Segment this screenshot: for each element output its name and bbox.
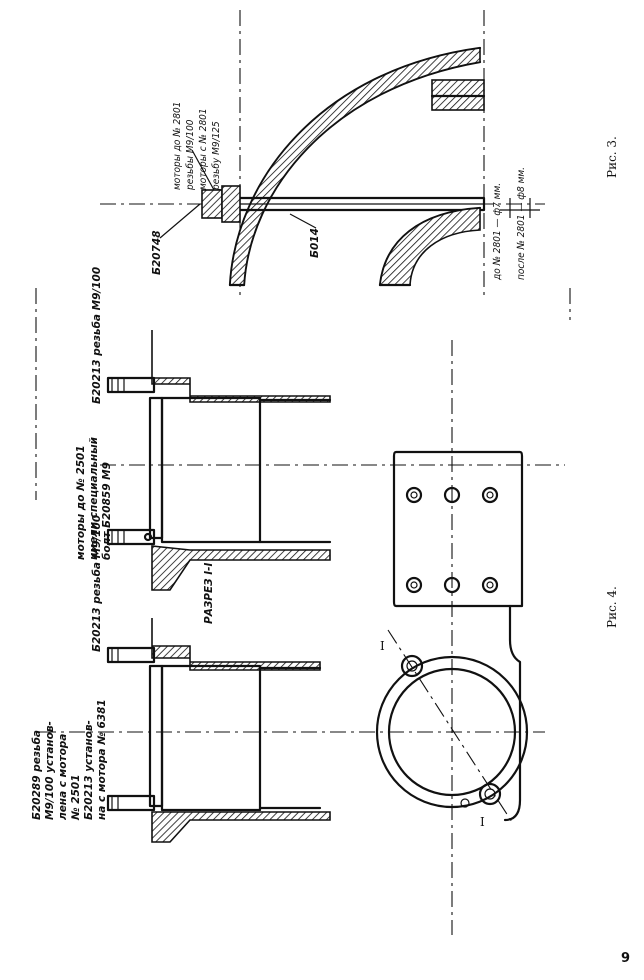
fig3-note: моторы до № 2801 резьбы М9/100 моторы с … xyxy=(172,102,222,191)
fig4-lower-bore xyxy=(160,664,262,812)
fig4-upper-bottom-flange xyxy=(151,545,331,591)
fig4-stud-1 xyxy=(106,376,156,394)
fig4-label-right-stud: Б20213 резьба М9/100 xyxy=(91,267,103,404)
figure-3-drawing xyxy=(100,10,545,300)
fig3-dim-after: после № 2801 — ф8 мм. xyxy=(516,167,527,280)
svg-text:моторы до № 2801: моторы до № 2801 xyxy=(172,102,183,190)
fig4-lower-bottom-flange xyxy=(151,811,331,843)
figure-4-drawing xyxy=(35,288,571,935)
svg-text:№ 2501: № 2501 xyxy=(70,774,82,821)
fig4-section-line xyxy=(387,629,513,823)
fig4-base-plate xyxy=(392,450,524,608)
fig4-flange-body xyxy=(503,604,522,822)
svg-text:Б20289 резьба: Б20289 резьба xyxy=(31,730,43,820)
fig4-upper-flange xyxy=(151,330,331,403)
fig4-ear-top xyxy=(400,654,424,678)
svg-text:на с мотора № 6381: на с мотора № 6381 xyxy=(96,699,108,820)
fig3-part-nut: Б20748 xyxy=(151,230,163,275)
page-number: 9 xyxy=(620,951,630,966)
fig3-dim-before: до № 2801 — ф7 мм. xyxy=(492,183,503,281)
fig4-caption: Рис. 4. xyxy=(605,586,619,628)
fig4-section-mark-top: I xyxy=(380,639,385,653)
svg-text:Б20213 установ-: Б20213 установ- xyxy=(83,720,95,820)
fig4-stud-2 xyxy=(106,528,156,546)
fig3-part-rod: Б014 xyxy=(309,228,321,258)
fig4-section-mark-bottom: I xyxy=(480,815,485,829)
fig4-lower-flange xyxy=(151,618,321,671)
fig4-bolt-holes xyxy=(405,486,499,594)
fig3-leader-rod xyxy=(289,213,317,229)
fig4-section-label: РАЗРЕЗ I-I xyxy=(203,562,215,624)
fig3-nut xyxy=(201,189,223,219)
fig4-stud-3 xyxy=(106,646,156,664)
fig4-ear-bottom xyxy=(478,782,502,806)
svg-text:резьбы М9/100: резьбы М9/100 xyxy=(184,119,196,191)
fig4-circular-flange-inner xyxy=(387,667,517,797)
svg-text:М9/100 установ-: М9/100 установ- xyxy=(44,721,56,820)
fig4-label-mid-stud: Б20213 резьба М9/100 xyxy=(91,515,103,652)
svg-text:болт Б20859 М9: болт Б20859 М9 xyxy=(101,462,113,560)
fig4-circular-flange-outer xyxy=(375,655,529,809)
fig3-leader-nut xyxy=(159,203,201,239)
fig4-label-center: моторы до № 2501 имели специальный болт … xyxy=(75,436,113,560)
fig4-label-left-stud: Б20289 резьба М9/100 установ- лена с мот… xyxy=(31,699,108,821)
svg-text:резьбу М9/125: резьбу М9/125 xyxy=(210,121,222,191)
svg-text:имели специальный: имели специальный xyxy=(88,436,100,560)
fig3-dome-section xyxy=(229,47,481,286)
svg-text:моторы с № 2801: моторы с № 2801 xyxy=(198,108,209,190)
svg-text:лена с мотора: лена с мотора xyxy=(57,734,69,820)
fig4-stud-4 xyxy=(106,794,156,812)
svg-text:моторы до № 2501: моторы до № 2501 xyxy=(75,445,87,560)
fig3-caption: Рис. 3. xyxy=(605,136,619,178)
fig3-leader-note xyxy=(191,149,215,191)
fig4-upper-bore xyxy=(160,396,262,544)
